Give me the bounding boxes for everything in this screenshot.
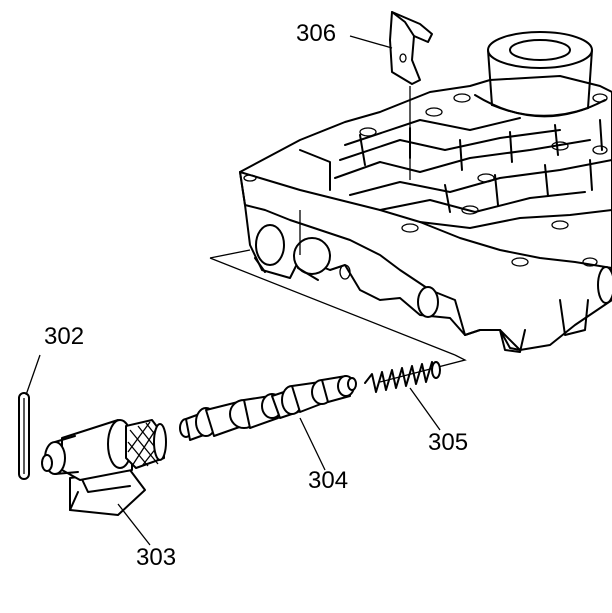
- valve-304: [179, 375, 357, 471]
- explode-axis: [209, 210, 467, 383]
- callout-302: 302: [44, 323, 85, 350]
- callout-305: 305: [428, 429, 469, 456]
- solenoid-303: [41, 419, 167, 546]
- callout-306: 306: [296, 20, 337, 47]
- valve-body: [239, 31, 612, 353]
- callout-304: 304: [308, 467, 349, 494]
- spring-305: [364, 361, 441, 431]
- o-ring-302: [18, 354, 41, 480]
- bracket-306: [349, 11, 433, 180]
- callout-303: 303: [136, 544, 177, 571]
